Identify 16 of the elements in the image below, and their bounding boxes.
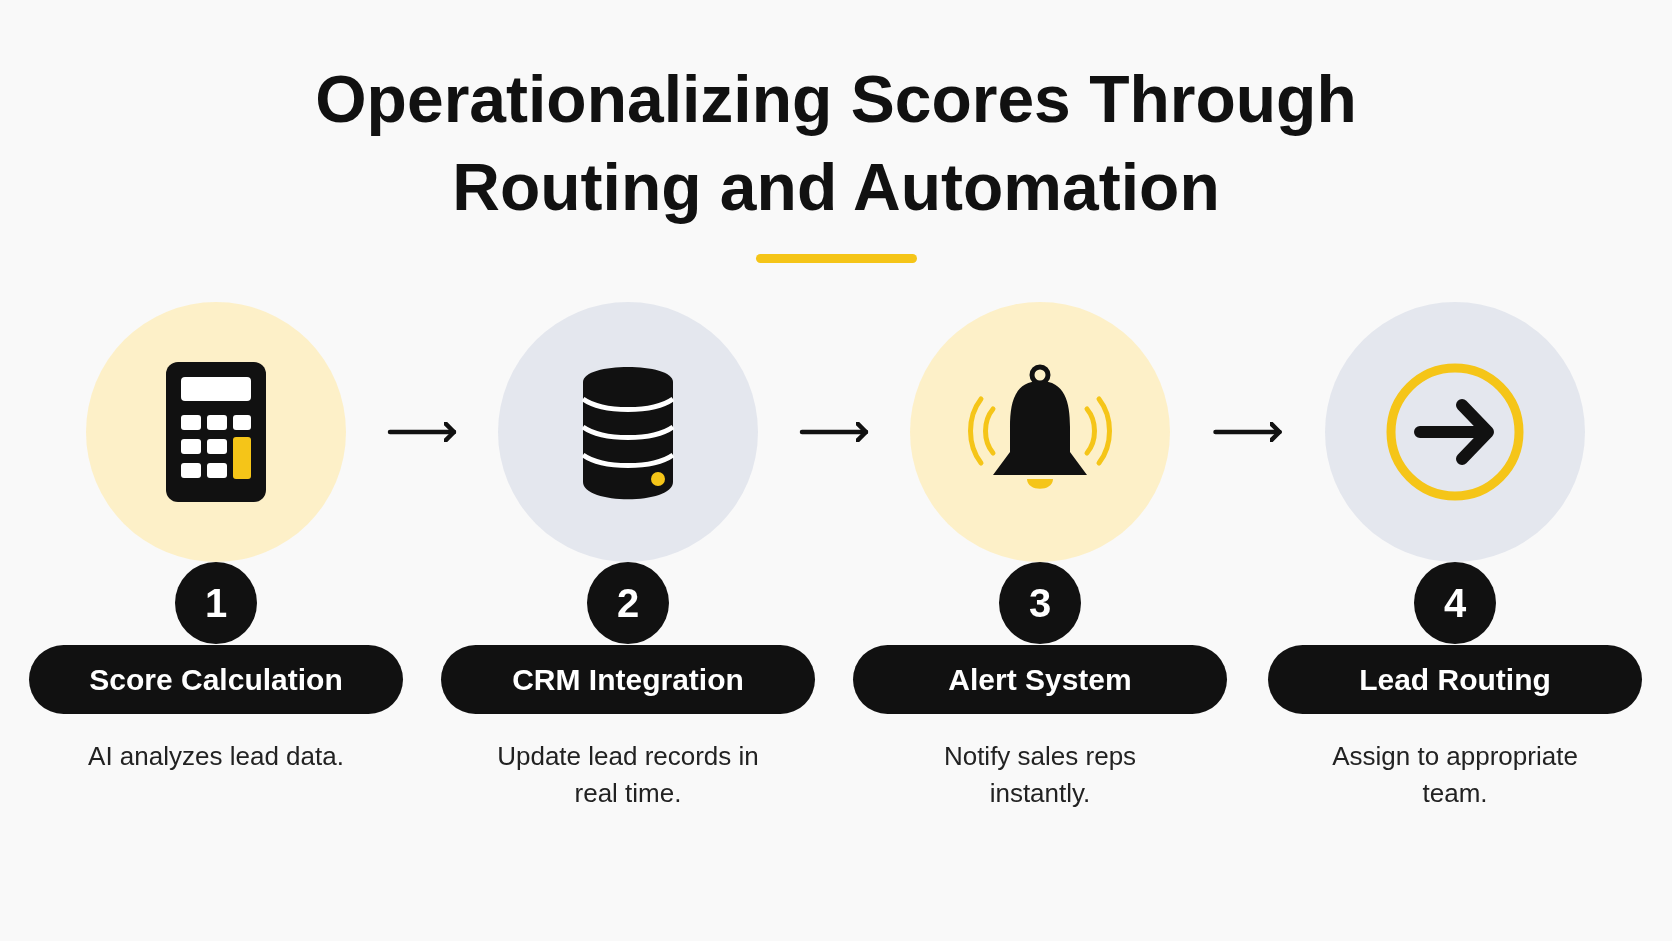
step-description: Update lead records in real time. (496, 740, 760, 810)
step-description: Assign to appropriate team. (1331, 740, 1579, 810)
step-title: Alert System (853, 645, 1227, 714)
step-number: 3 (999, 562, 1081, 644)
step-number: 2 (587, 562, 669, 644)
step-description: Notify sales reps instantly. (942, 740, 1138, 810)
step-number: 4 (1414, 562, 1496, 644)
arrow (1213, 420, 1282, 444)
step-description: AI analyzes lead data. (87, 740, 345, 773)
arrow (799, 420, 869, 444)
step-title: Lead Routing (1268, 645, 1642, 714)
step-title: CRM Integration (441, 645, 815, 714)
step-number: 1 (175, 562, 257, 644)
step-title: Score Calculation (29, 645, 403, 714)
title: Operationalizing Scores Through Routing and Automation (314, 61, 1358, 226)
arrow (387, 420, 457, 444)
